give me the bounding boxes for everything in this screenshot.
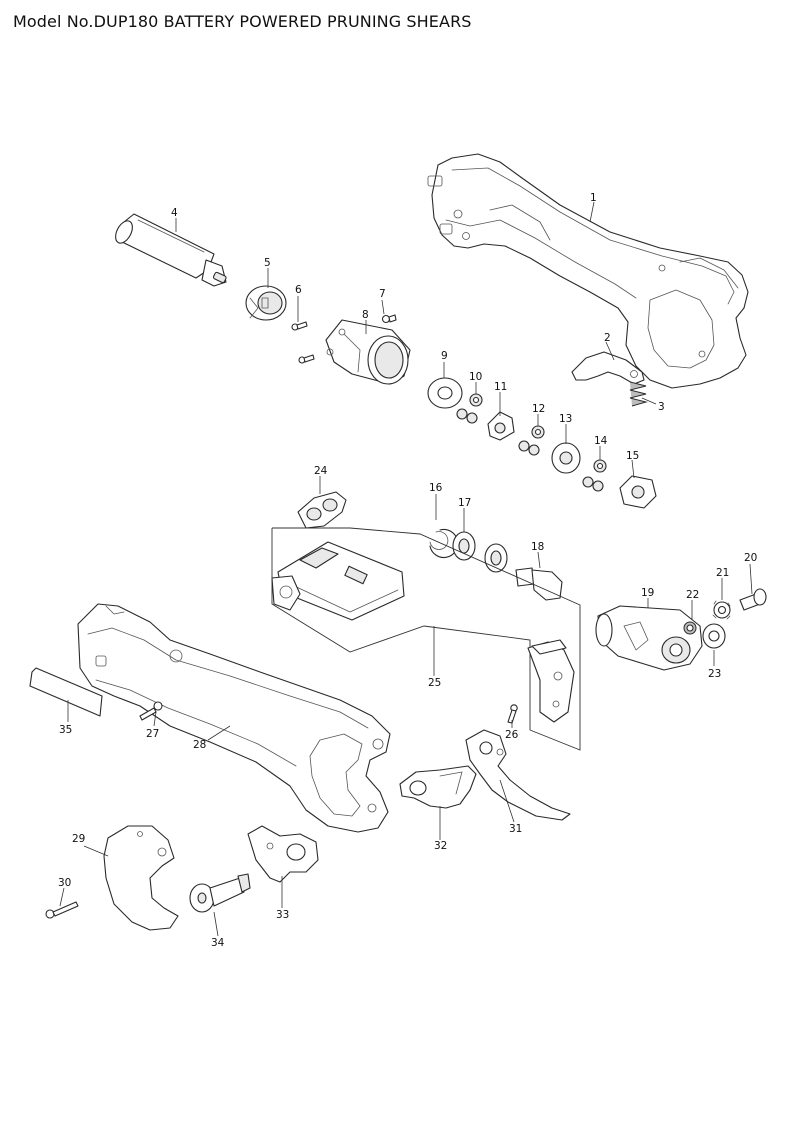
nameplate: [29, 667, 103, 717]
lock-washer: [712, 600, 731, 620]
part-number: 35: [59, 724, 72, 736]
motor: [115, 213, 227, 287]
part-number: 8: [362, 309, 369, 321]
planet-gears-12: [518, 425, 545, 456]
upper-housing: [427, 153, 749, 389]
blade-bolt: [189, 873, 251, 913]
part-number: 6: [295, 284, 302, 296]
part-number: 33: [276, 909, 289, 921]
screw-26: [507, 704, 518, 724]
part-number: 7: [379, 288, 386, 300]
screw-27: [139, 701, 163, 721]
part-number: 16: [429, 482, 443, 494]
page-title: Model No.DUP180 BATTERY POWERED PRUNING …: [13, 12, 472, 31]
part-number: 22: [686, 589, 699, 601]
switch-board: [527, 639, 575, 723]
part-number: 11: [494, 381, 507, 393]
switch-cover: [297, 491, 347, 529]
part-number: 5: [264, 257, 271, 269]
leader-lines: [59, 201, 753, 937]
side-cover: [103, 825, 179, 931]
part-number: 14: [594, 435, 608, 447]
controller-frame: [271, 527, 581, 751]
part-number: 32: [434, 840, 447, 852]
motor-bracket: [245, 285, 287, 321]
spindle: [515, 567, 563, 601]
moving-blade: [465, 729, 571, 821]
blade-holder: [595, 605, 703, 671]
part-number: 15: [626, 450, 639, 462]
part-number: 24: [314, 465, 328, 477]
part-number: 27: [146, 728, 159, 740]
part-number: 2: [604, 332, 611, 344]
part-number: 12: [532, 403, 545, 415]
carrier-15: [619, 475, 657, 509]
part-number: 29: [72, 833, 85, 845]
controller-board: [271, 541, 405, 621]
part-number: 20: [744, 552, 757, 564]
part-number: 10: [469, 371, 482, 383]
part-number: 23: [708, 668, 721, 680]
part-number: 28: [193, 739, 206, 751]
part-number: 17: [458, 497, 471, 509]
part-number: 18: [531, 541, 544, 553]
part-number: 25: [428, 677, 441, 689]
trigger-spring: [629, 381, 648, 407]
planet-gears-14: [582, 459, 607, 492]
gear-housing: [325, 319, 411, 385]
lower-housing: [77, 603, 391, 833]
o-ring: [683, 621, 697, 635]
part-number: 21: [716, 567, 729, 579]
carrier-13: [551, 442, 581, 474]
part-number: 26: [505, 729, 519, 741]
washer-23: [702, 623, 726, 649]
pivot-bolt: [739, 588, 767, 611]
fixed-blade: [399, 765, 477, 809]
part-number: 9: [441, 350, 448, 362]
part-number: 30: [58, 877, 71, 889]
screw-7: [381, 314, 397, 324]
part-number: 3: [658, 401, 665, 413]
part-number: 13: [559, 413, 572, 425]
part-numbers: 1 2 3 4 5 6 7 8 9 10 11 12 13 14 15 16 1…: [58, 192, 757, 949]
screw-6: [291, 321, 315, 364]
part-number: 4: [171, 207, 178, 219]
planet-gears-10: [456, 393, 483, 424]
part-number: 19: [641, 587, 654, 599]
washer-9: [427, 377, 463, 409]
part-number: 1: [590, 192, 597, 204]
screw-30: [45, 901, 79, 919]
carrier-11: [487, 411, 515, 441]
link-plate: [247, 825, 319, 883]
part-number: 34: [211, 937, 225, 949]
part-number: 31: [509, 823, 522, 835]
